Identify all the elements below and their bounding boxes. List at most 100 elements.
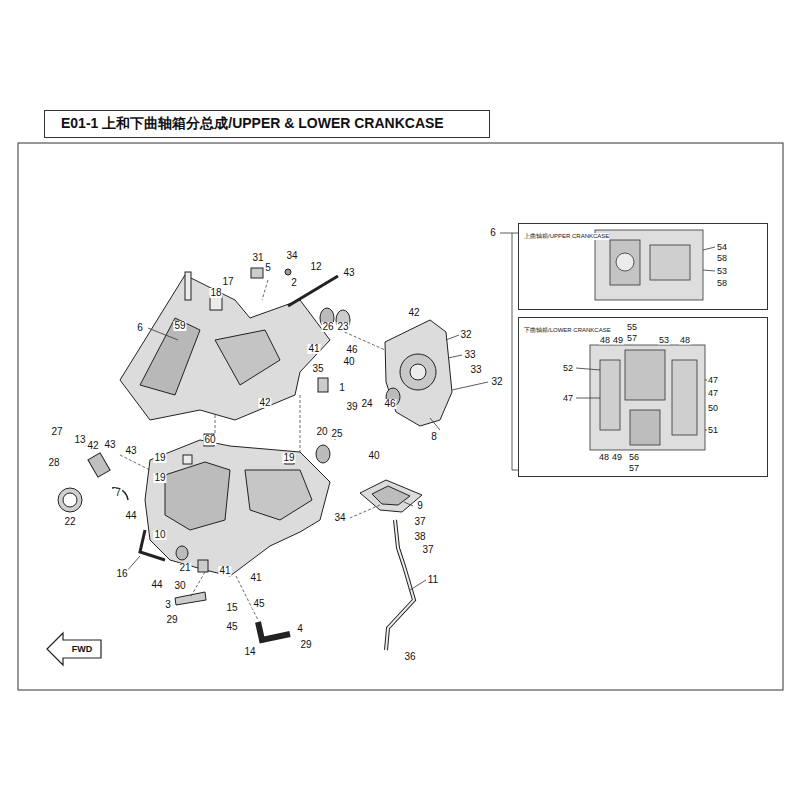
callout-number: 51 — [707, 426, 719, 435]
callout-number: 41 — [218, 566, 231, 576]
callout-number: 8 — [430, 432, 438, 442]
drawing-shape — [616, 253, 634, 271]
callout-number: 47 — [707, 376, 719, 385]
callout-number: 33 — [463, 350, 476, 360]
drawing-shape — [512, 233, 513, 470]
drawing-shape — [590, 345, 705, 450]
drawing-shape — [600, 360, 620, 430]
callout-number: 50 — [707, 404, 719, 413]
drawing-shape — [120, 455, 150, 470]
drawing-shape — [672, 360, 697, 435]
callout-number: 21 — [178, 563, 191, 573]
callout-number: 10 — [153, 530, 166, 540]
callout-number: 48 — [599, 336, 611, 345]
drawing-shape — [316, 445, 330, 463]
callout-number: 6 — [489, 228, 497, 238]
drawing-shape — [300, 395, 301, 452]
callout-number: 34 — [333, 513, 346, 523]
drawing-shape — [703, 247, 715, 250]
callout-number: 58 — [716, 254, 728, 263]
drawing-shape — [140, 318, 200, 395]
callout-number: 48 — [679, 336, 691, 345]
drawing-shape — [251, 268, 263, 278]
arrow-shape — [47, 633, 101, 665]
drawing-shape — [386, 520, 414, 650]
crankcase-parts — [58, 268, 452, 650]
drawing-shape — [625, 350, 665, 400]
callout-number: 14 — [243, 647, 256, 657]
callout-number: 2 — [290, 278, 298, 288]
drawing-shape — [258, 622, 290, 640]
drawing-shape — [410, 580, 426, 590]
callout-number: 46 — [345, 345, 358, 355]
callout-number: 54 — [716, 243, 728, 252]
drawing-shape — [165, 462, 230, 530]
callout-number: 37 — [421, 545, 434, 555]
drawing-shape — [175, 592, 206, 605]
callout-number: 19 — [282, 453, 295, 463]
callout-number: 46 — [383, 399, 396, 409]
drawing-shape — [183, 455, 192, 464]
drawing-shape — [210, 296, 222, 310]
drawing-shape — [360, 480, 422, 512]
drawing-shape — [385, 320, 452, 426]
drawing-shape — [446, 335, 459, 340]
callout-number: 16 — [115, 569, 128, 579]
callout-number: 13 — [73, 435, 86, 445]
title-text: E01-1 上和下曲轴箱分总成/UPPER & LOWER CRANKCASE — [61, 115, 444, 133]
callout-number: 34 — [285, 251, 298, 261]
drawing-shape — [630, 410, 660, 445]
callout-number: 1 — [338, 383, 346, 393]
callout-number: 29 — [165, 615, 178, 625]
inset-heading: 下曲轴箱/LOWER CRANKCASE — [524, 327, 611, 334]
callout-number: 42 — [407, 308, 420, 318]
callout-number: 5 — [264, 263, 272, 273]
drawing-shape — [650, 245, 690, 280]
inset-panel: 上曲轴箱/UPPER CRANKCASE — [518, 223, 768, 310]
callout-number: 32 — [459, 330, 472, 340]
drawing-shape — [285, 269, 291, 275]
callout-number: 43 — [342, 268, 355, 278]
callout-number: 29 — [299, 640, 312, 650]
drawing-shape — [120, 275, 330, 420]
drawing-shape — [190, 572, 205, 598]
title-box: E01-1 上和下曲轴箱分总成/UPPER & LOWER CRANKCASE — [44, 110, 490, 138]
callout-number: 30 — [173, 581, 186, 591]
drawing-shape — [18, 143, 783, 690]
callout-number: 41 — [307, 344, 320, 354]
inset-heading: 上曲轴箱/UPPER CRANKCASE — [524, 233, 609, 240]
callout-number: 56 — [628, 453, 640, 462]
drawing-shape — [400, 354, 436, 390]
callout-number: 48 — [598, 453, 610, 462]
drawing-shape — [410, 364, 426, 380]
drawing-shape — [198, 560, 208, 572]
drawing-shape — [576, 368, 600, 370]
drawing-shape — [185, 272, 191, 300]
drawing-shape — [703, 270, 715, 271]
callout-number: 28 — [47, 458, 60, 468]
dashed-leaders — [120, 280, 385, 620]
drawing-shape — [318, 378, 328, 392]
callout-number: 42 — [86, 441, 99, 451]
callout-number: 20 — [315, 427, 328, 437]
forward-arrow: FWD — [45, 630, 103, 668]
callout-number: 31 — [251, 253, 264, 263]
drawing-shape — [595, 230, 703, 300]
drawing-shape — [386, 520, 414, 650]
callout-number: 57 — [628, 464, 640, 473]
direction-text: FWD — [72, 644, 93, 654]
drawing-shape — [576, 398, 600, 399]
drawing-shape — [63, 493, 77, 507]
callout-number: 37 — [413, 517, 426, 527]
frame-border — [18, 143, 783, 690]
callout-number: 12 — [309, 262, 322, 272]
callout-number: 49 — [611, 453, 623, 462]
callout-number: 25 — [330, 429, 343, 439]
callout-number: 57 — [626, 334, 638, 343]
callout-number: 44 — [124, 511, 137, 521]
callout-number: 40 — [367, 451, 380, 461]
callout-number: 49 — [612, 336, 624, 345]
callout-number: 3 — [164, 600, 172, 610]
callout-number: 19 — [153, 473, 166, 483]
